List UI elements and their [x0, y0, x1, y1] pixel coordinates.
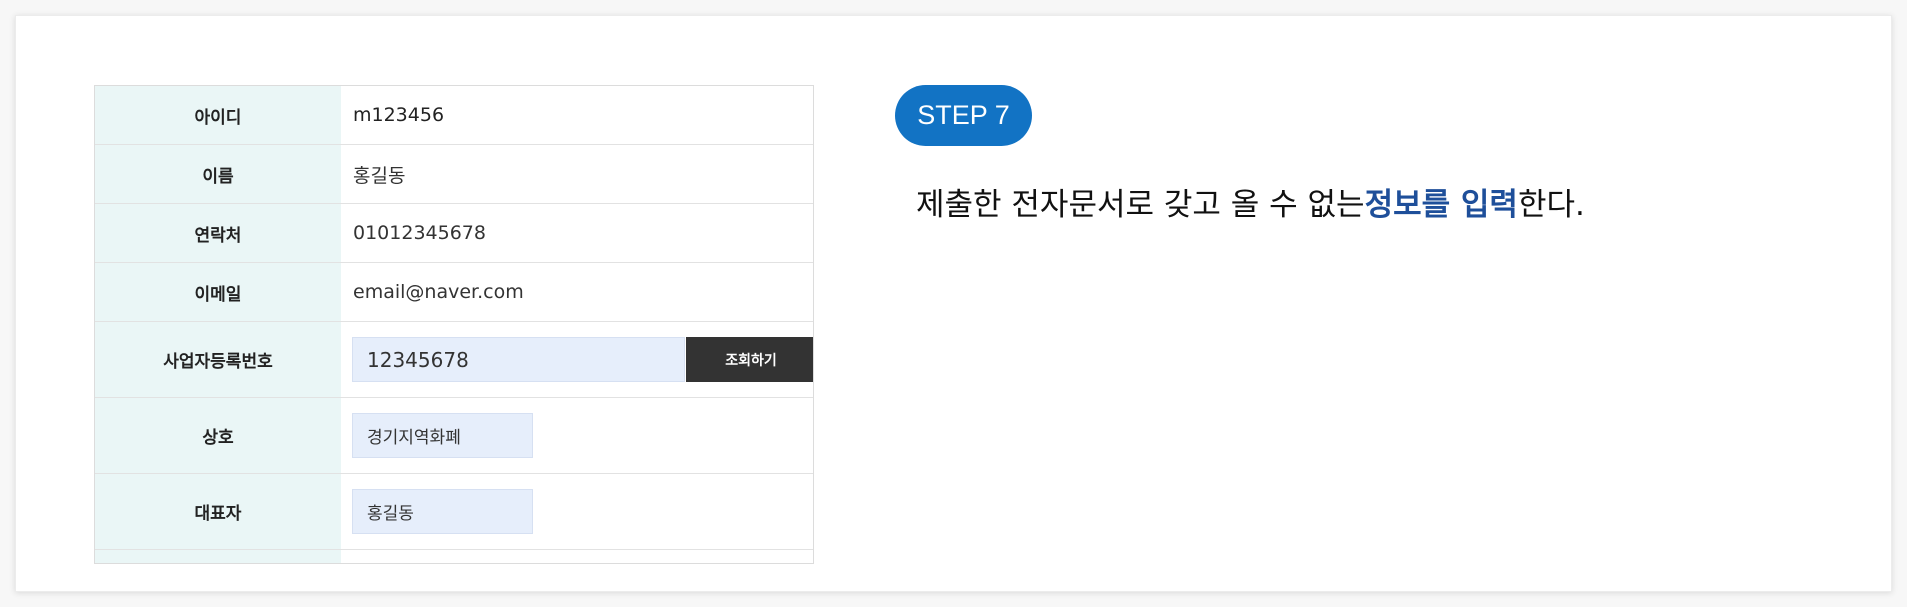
- row-business-number: 사업자등록번호 12345678 조회하기: [95, 322, 813, 398]
- step-badge: STEP 7: [895, 85, 1032, 146]
- form-screenshot: 아이디 m123456 이름 홍길동 연락처 01012345678 이메일 e…: [94, 85, 814, 564]
- label-company-name: 상호: [202, 428, 234, 448]
- row-representative: 대표자 홍길동: [95, 474, 813, 550]
- value-email: email@naver.com: [353, 281, 524, 303]
- lookup-button[interactable]: 조회하기: [686, 337, 813, 382]
- row-company-name: 상호 경기지역화폐: [95, 398, 813, 474]
- value-contact: 01012345678: [353, 222, 486, 244]
- step-description: 제출한 전자문서로 갖고 올 수 없는정보를 입력한다.: [916, 179, 1585, 224]
- tutorial-card: 아이디 m123456 이름 홍길동 연락처 01012345678 이메일 e…: [15, 15, 1892, 592]
- representative-input[interactable]: 홍길동: [352, 489, 533, 534]
- label-representative: 대표자: [194, 504, 242, 524]
- row-user-id: 아이디 m123456: [95, 86, 813, 145]
- description-highlight: 정보를 입력: [1364, 187, 1518, 223]
- description-text: 제출한 전자문서로 갖고 올 수 없는: [916, 187, 1365, 223]
- label-contact: 연락처: [194, 225, 242, 246]
- row-name: 이름 홍길동: [95, 145, 813, 204]
- description-suffix: 한다.: [1517, 187, 1585, 223]
- company-name-input[interactable]: 경기지역화폐: [352, 413, 533, 458]
- row-contact: 연락처 01012345678: [95, 204, 813, 263]
- label-business-number: 사업자등록번호: [163, 352, 273, 372]
- label-column: [95, 86, 341, 563]
- label-email: 이메일: [194, 284, 242, 305]
- label-name: 이름: [202, 166, 234, 187]
- business-number-input[interactable]: 12345678: [352, 337, 685, 382]
- value-user-id: m123456: [353, 104, 445, 126]
- value-name: 홍길동: [353, 164, 406, 187]
- label-user-id: 아이디: [194, 107, 242, 128]
- row-email: 이메일 email@naver.com: [95, 263, 813, 322]
